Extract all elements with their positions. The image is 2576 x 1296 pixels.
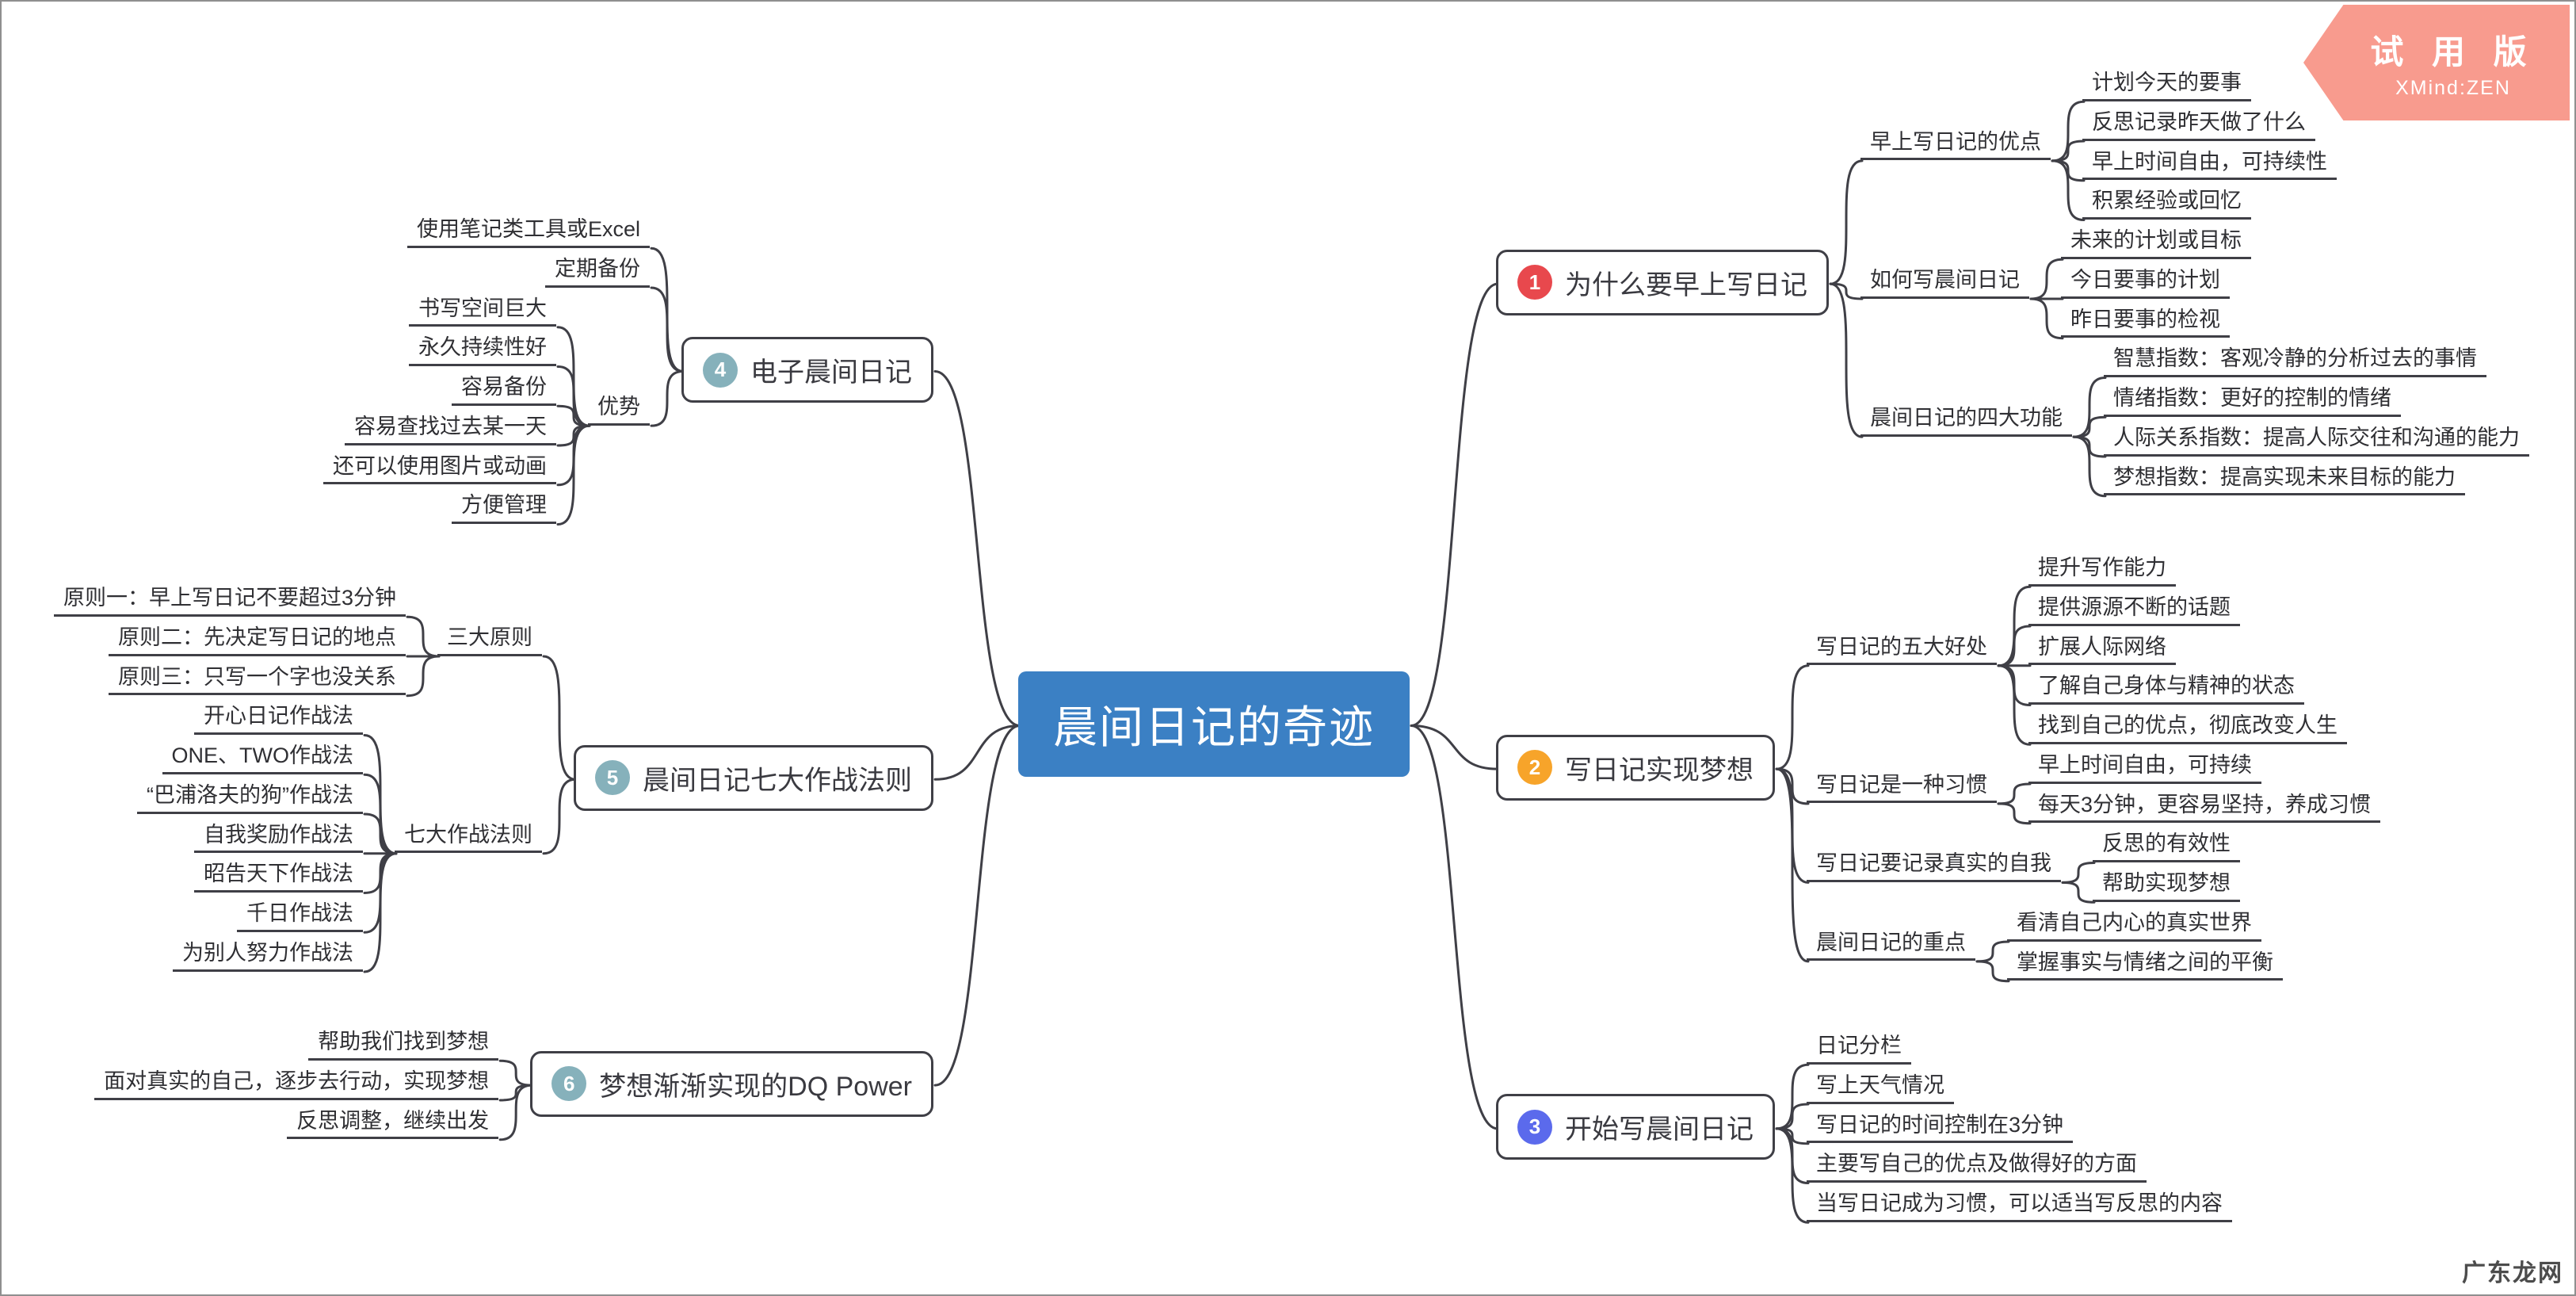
watermark: 广东龙网 bbox=[2462, 1260, 2563, 1286]
branch-topic-1[interactable]: 1 为什么要早上写日记 bbox=[1496, 249, 1829, 315]
subtopic[interactable]: 提供源源不断的话题 bbox=[2028, 594, 2240, 626]
subtopic[interactable]: 方便管理 bbox=[452, 491, 556, 524]
branch-group: 2 写日记实现梦想 写日记的五大好处 提升写作能力提供源源不断的话题扩展人际网络了解自… bbox=[1496, 554, 2381, 981]
branch-group: 1 为什么要早上写日记 早上写日记的优点计划今天的要事反思记录昨天做了什么早上时间自… bbox=[1496, 69, 2529, 496]
subtopic[interactable]: 日记分栏 bbox=[1807, 1032, 1911, 1065]
subtopic[interactable]: 昨日要事的检视 bbox=[2061, 306, 2230, 338]
subtopic[interactable]: 帮助实现梦想 bbox=[2093, 870, 2240, 902]
subtopic[interactable]: 原则二：先决定写日记的地点 bbox=[109, 624, 406, 656]
branch-number-badge: 2 bbox=[1517, 750, 1552, 786]
subtopic[interactable]: 原则一：早上写日记不要超过3分钟 bbox=[53, 584, 406, 617]
branch-number-badge: 4 bbox=[703, 352, 738, 388]
subtopic[interactable]: 积累经验或回忆 bbox=[2082, 187, 2251, 220]
subtopic[interactable]: 写日记是一种习惯 bbox=[1807, 771, 1997, 804]
branch-label: 开始写晨间日记 bbox=[1565, 1114, 1754, 1145]
subtopic[interactable]: 早上写日记的优点 bbox=[1860, 128, 2051, 161]
subtopic[interactable]: 今日要事的计划 bbox=[2061, 266, 2230, 299]
subtopic[interactable]: 当写日记成为习惯，可以适当写反思的内容 bbox=[1807, 1190, 2232, 1222]
subtopic[interactable]: 主要写自己的优点及做得好的方面 bbox=[1807, 1150, 2147, 1183]
subtopic[interactable]: 早上时间自由，可持续 bbox=[2028, 751, 2261, 784]
subtopic[interactable]: 扩展人际网络 bbox=[2028, 633, 2176, 666]
subtopic[interactable]: 定期备份 bbox=[545, 255, 650, 288]
subtopic[interactable]: 七大作战法则 bbox=[395, 821, 542, 854]
subtopic[interactable]: 写上天气情况 bbox=[1807, 1072, 1954, 1104]
subtopic[interactable]: ONE、TWO作战法 bbox=[162, 742, 363, 774]
branch-number-badge: 5 bbox=[595, 760, 630, 796]
subtopic[interactable]: 永久持续性好 bbox=[409, 334, 556, 366]
central-topic[interactable]: 晨间日记的奇迹 bbox=[1018, 671, 1410, 777]
topic-group: 晨间日记的四大功能智慧指数：客观冷静的分析过去的事情情绪指数：更好的控制的情绪人… bbox=[1860, 345, 2529, 496]
branch-number-badge: 3 bbox=[1517, 1109, 1552, 1145]
subtopic[interactable]: 原则三：只写一个字也没关系 bbox=[109, 663, 406, 696]
branch-topic-6[interactable]: 6 梦想渐渐实现的DQ Power bbox=[530, 1050, 933, 1117]
subtopic[interactable]: 千日作战法 bbox=[237, 900, 363, 932]
branch-label: 电子晨间日记 bbox=[750, 357, 912, 388]
branch-group: 3 开始写晨间日记 日记分栏写上天气情况写日记的时间控制在3分钟主要写自己的优点及做… bbox=[1496, 1032, 2232, 1222]
topic-group: 写日记要记录真实的自我反思的有效性帮助实现梦想 bbox=[1807, 830, 2240, 902]
branch-topic-3[interactable]: 3 开始写晨间日记 bbox=[1496, 1094, 1775, 1160]
trial-badge-title: 试 用 版 bbox=[2370, 33, 2536, 71]
branch-label: 为什么要早上写日记 bbox=[1565, 270, 1807, 300]
branch-topic-5[interactable]: 5 晨间日记七大作战法则 bbox=[574, 744, 933, 811]
branch-topic-2[interactable]: 2 写日记实现梦想 bbox=[1496, 734, 1775, 801]
trial-badge-subtitle: XMind:ZEN bbox=[2395, 77, 2511, 99]
subtopic[interactable]: 写日记的五大好处 bbox=[1807, 633, 1997, 666]
subtopic[interactable]: 早上时间自由，可持续性 bbox=[2082, 148, 2337, 181]
subtopic[interactable]: 写日记要记录真实的自我 bbox=[1807, 850, 2061, 882]
branch-number-badge: 1 bbox=[1517, 265, 1552, 300]
subtopic[interactable]: 帮助我们找到梦想 bbox=[308, 1028, 499, 1061]
topic-group: 开心日记作战法 ONE、TWO作战法 “巴浦洛夫的狗”作战法自我奖励作战法昭告天下作… bbox=[137, 702, 542, 972]
subtopic[interactable]: 人际关系指数：提高人际交往和沟通的能力 bbox=[2104, 424, 2529, 457]
subtopic[interactable]: 如何写晨间日记 bbox=[1860, 266, 2029, 299]
subtopic[interactable]: 开心日记作战法 bbox=[194, 702, 363, 735]
subtopic[interactable]: 反思记录昨天做了什么 bbox=[2082, 109, 2315, 141]
subtopic[interactable]: 了解自己身体与精神的状态 bbox=[2028, 672, 2304, 705]
subtopic[interactable]: 使用笔记类工具或Excel bbox=[406, 216, 650, 248]
subtopic[interactable]: 为别人努力作战法 bbox=[173, 939, 363, 972]
subtopic[interactable]: 三大原则 bbox=[437, 624, 542, 656]
branch-group: 帮助我们找到梦想面对真实的自己，逐步去行动，实现梦想反思调整，继续出发 6 梦想渐渐… bbox=[94, 1028, 933, 1140]
subtopic[interactable]: 每天3分钟，更容易坚持，养成习惯 bbox=[2028, 791, 2381, 824]
subtopic[interactable]: 书写空间巨大 bbox=[409, 295, 556, 327]
topic-group: 原则一：早上写日记不要超过3分钟原则二：先决定写日记的地点原则三：只写一个字也没… bbox=[53, 584, 542, 696]
subtopic[interactable]: 反思调整，继续出发 bbox=[287, 1107, 499, 1140]
subtopic[interactable]: 容易查找过去某一天 bbox=[345, 413, 556, 445]
trial-badge: 试 用 版 XMind:ZEN bbox=[2303, 5, 2570, 120]
subtopic[interactable]: 未来的计划或目标 bbox=[2061, 227, 2251, 259]
subtopic[interactable]: 梦想指数：提高实现未来目标的能力 bbox=[2104, 464, 2465, 496]
subtopic[interactable]: 昭告天下作战法 bbox=[194, 860, 363, 893]
subtopic[interactable]: 掌握事实与情绪之间的平衡 bbox=[2007, 949, 2283, 981]
branch-number-badge: 6 bbox=[551, 1066, 587, 1102]
branch-label: 晨间日记七大作战法则 bbox=[643, 765, 912, 796]
subtopic[interactable]: 晨间日记的重点 bbox=[1807, 929, 1975, 961]
subtopic[interactable]: 看清自己内心的真实世界 bbox=[2007, 909, 2261, 942]
branch-group: 原则一：早上写日记不要超过3分钟原则二：先决定写日记的地点原则三：只写一个字也没… bbox=[53, 584, 933, 972]
subtopic[interactable]: 还可以使用图片或动画 bbox=[323, 453, 556, 485]
topic-group: 如何写晨间日记未来的计划或目标今日要事的计划昨日要事的检视 bbox=[1860, 227, 2251, 338]
topic-group: 早上写日记的优点计划今天的要事反思记录昨天做了什么早上时间自由，可持续性积累经验… bbox=[1860, 69, 2337, 220]
subtopic[interactable]: 写日记的时间控制在3分钟 bbox=[1807, 1111, 2074, 1144]
branch-group: 使用笔记类工具或Excel 定期备份书写空间巨大永久持续性好容易备份容易查找过去某… bbox=[323, 216, 933, 524]
subtopic[interactable]: 优势 bbox=[588, 393, 650, 426]
subtopic[interactable]: 晨间日记的四大功能 bbox=[1860, 404, 2072, 437]
topic-group: 写日记是一种习惯早上时间自由，可持续每天3分钟，更容易坚持，养成习惯 bbox=[1807, 751, 2381, 824]
topic-group: 书写空间巨大永久持续性好容易备份容易查找过去某一天还可以使用图片或动画方便管理 优… bbox=[323, 295, 650, 524]
subtopic[interactable]: 智慧指数：客观冷静的分析过去的事情 bbox=[2104, 345, 2486, 377]
subtopic[interactable]: 容易备份 bbox=[452, 373, 556, 406]
topic-group: 晨间日记的重点看清自己内心的真实世界掌握事实与情绪之间的平衡 bbox=[1807, 909, 2283, 981]
subtopic[interactable]: 自我奖励作战法 bbox=[194, 821, 363, 854]
branch-topic-4[interactable]: 4 电子晨间日记 bbox=[681, 337, 933, 403]
subtopic[interactable]: “巴浦洛夫的狗”作战法 bbox=[137, 782, 363, 814]
subtopic[interactable]: 找到自己的优点，彻底改变人生 bbox=[2028, 712, 2347, 744]
subtopic[interactable]: 提升写作能力 bbox=[2028, 554, 2176, 587]
subtopic[interactable]: 情绪指数：更好的控制的情绪 bbox=[2104, 384, 2401, 417]
subtopic[interactable]: 面对真实的自己，逐步去行动，实现梦想 bbox=[94, 1068, 499, 1100]
subtopic[interactable]: 计划今天的要事 bbox=[2082, 69, 2251, 101]
branch-label: 写日记实现梦想 bbox=[1565, 755, 1754, 786]
branch-label: 梦想渐渐实现的DQ Power bbox=[599, 1071, 912, 1102]
subtopic[interactable]: 反思的有效性 bbox=[2093, 830, 2240, 862]
topic-group: 写日记的五大好处 提升写作能力提供源源不断的话题扩展人际网络了解自己身体与精神的状… bbox=[1807, 554, 2347, 744]
